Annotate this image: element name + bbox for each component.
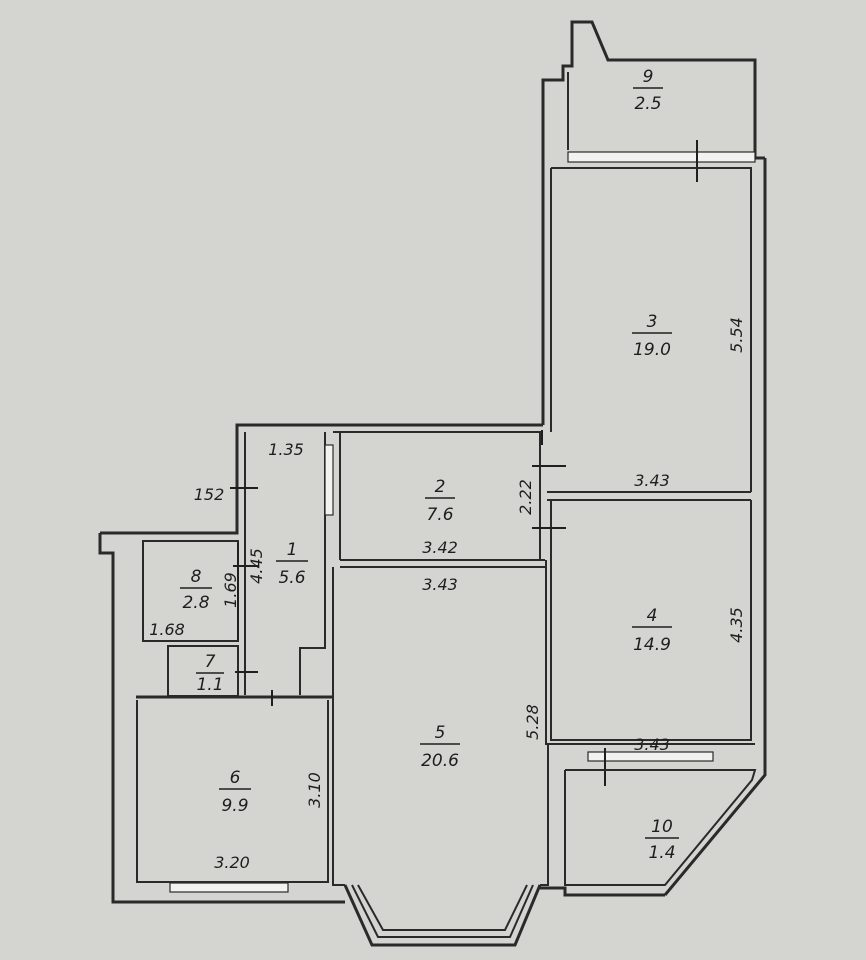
room-5-number: 5 xyxy=(435,723,446,743)
bay-window-glass xyxy=(357,884,528,931)
wall-left-outer xyxy=(98,533,345,904)
room-2-number: 2 xyxy=(435,477,446,497)
exterior-walls xyxy=(98,20,767,947)
room-6-number: 6 xyxy=(230,768,241,788)
room-5 xyxy=(332,560,549,886)
dimension-label: 3.43 xyxy=(422,575,458,594)
dimension-label: 3.10 xyxy=(305,772,324,808)
room-1 xyxy=(230,432,334,695)
room-5-area: 20.6 xyxy=(421,751,459,771)
room-6-area: 9.9 xyxy=(221,796,248,816)
room-7-area: 1.1 xyxy=(196,675,223,695)
room-8-number: 8 xyxy=(191,567,202,587)
room-10-area: 1.4 xyxy=(648,843,675,863)
wall-top-left xyxy=(100,423,543,535)
wall-right-outer xyxy=(663,158,767,896)
room-6 xyxy=(136,690,333,893)
balcony-10 xyxy=(564,769,757,886)
room-3 xyxy=(547,167,752,501)
room-4-number: 4 xyxy=(647,606,658,626)
dimension-label: 152 xyxy=(194,485,225,504)
dimension-label: 1.35 xyxy=(268,440,304,459)
bay-window-inner xyxy=(351,884,534,938)
dimension-label: 4.45 xyxy=(247,548,266,584)
dimension-label: 5.54 xyxy=(727,317,746,353)
room-3-number: 3 xyxy=(647,312,658,332)
room-2 xyxy=(333,430,566,568)
room-7-number: 7 xyxy=(205,652,216,672)
room-9-number: 9 xyxy=(643,67,654,87)
balcony-9 xyxy=(567,72,765,182)
room-1-area: 5.6 xyxy=(278,568,305,588)
room-6-window xyxy=(169,882,289,893)
dimension-label: 3.43 xyxy=(634,471,670,490)
bay-window-wall xyxy=(343,884,542,947)
dimension-label: 2.22 xyxy=(516,479,535,515)
dimension-label: 3.42 xyxy=(422,538,458,557)
wall-bottom-right xyxy=(540,886,665,897)
room-2-area: 7.6 xyxy=(426,505,453,525)
room-9-area: 2.5 xyxy=(634,94,661,114)
balcony-9-window xyxy=(567,151,756,163)
wall-top-right xyxy=(541,20,757,425)
dimension-label: 4.35 xyxy=(727,607,746,643)
room-1-number: 1 xyxy=(287,540,298,560)
room-4-area: 14.9 xyxy=(633,635,671,655)
room-8-area: 2.8 xyxy=(182,593,209,613)
room-10-number: 10 xyxy=(651,817,673,837)
room-8 xyxy=(142,540,239,642)
room-3-area: 19.0 xyxy=(633,340,671,360)
dimension-label: 1.68 xyxy=(149,620,185,639)
dimension-label: 1.69 xyxy=(221,572,240,608)
room-4-balcony-door xyxy=(587,751,714,762)
dimension-label: 3.20 xyxy=(214,853,250,872)
dimension-label: 3.43 xyxy=(634,735,670,754)
dimension-label: 5.28 xyxy=(523,704,542,740)
room-4 xyxy=(545,500,755,786)
